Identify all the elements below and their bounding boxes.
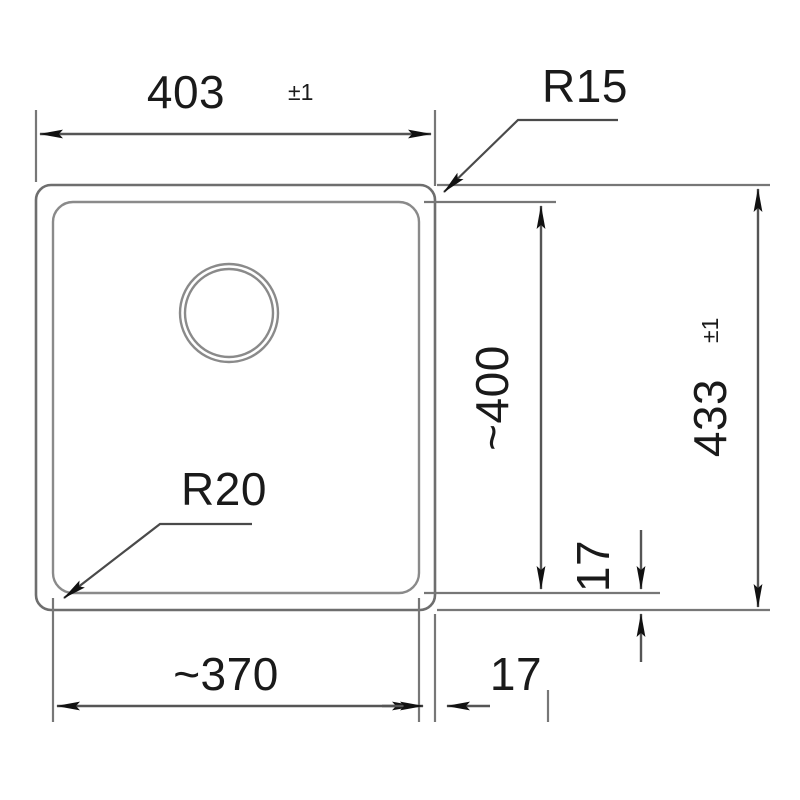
sink-geometry bbox=[34, 183, 437, 612]
extension-lines bbox=[34, 110, 770, 722]
sink-outer-outline bbox=[34, 183, 437, 612]
leader-line-r20 bbox=[63, 522, 252, 599]
dim-tolerance-overall-width: ±1 bbox=[288, 79, 313, 105]
dim-label-basin-height: ~400 bbox=[466, 345, 518, 451]
dim-label-rim-vertical: 17 bbox=[567, 540, 619, 592]
drain-hole-outer-ring bbox=[178, 262, 280, 364]
dim-tolerance-overall-height: ±1 bbox=[697, 318, 723, 343]
dimension-basin-width: ~370 bbox=[56, 648, 416, 711]
dim-label-overall-width: 403 bbox=[147, 66, 225, 118]
dimension-basin-height: ~400 bbox=[466, 205, 546, 590]
drain-hole-inner-ring bbox=[183, 267, 275, 359]
radius-callout-r20: R20 bbox=[63, 463, 267, 599]
dimension-rim-vertical: 17 bbox=[567, 530, 646, 662]
dimension-rim-horizontal: 17 bbox=[382, 648, 542, 711]
radius-label-r20: R20 bbox=[181, 463, 267, 515]
dimension-overall-width: 403 ±1 bbox=[39, 66, 432, 139]
radius-label-r15: R15 bbox=[542, 60, 628, 112]
leader-line-r15 bbox=[443, 118, 618, 193]
dim-label-overall-height: 433 bbox=[684, 379, 736, 457]
dim-label-rim-horizontal: 17 bbox=[490, 648, 542, 700]
dimension-overall-height: 433 ±1 bbox=[684, 188, 763, 608]
radius-callout-r15: R15 bbox=[443, 60, 628, 193]
sink-basin-outline bbox=[51, 200, 421, 595]
dim-label-basin-width: ~370 bbox=[173, 648, 279, 700]
